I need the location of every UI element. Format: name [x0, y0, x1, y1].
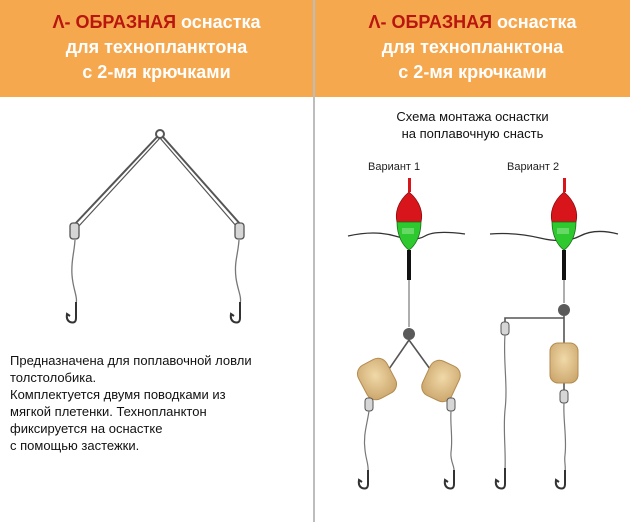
scheme-title-line: на поплавочную снасть	[401, 126, 544, 141]
cork-bait-right	[421, 359, 461, 403]
right-header-line-2: для технопланктона	[381, 37, 564, 57]
right-swivel-icon	[234, 222, 245, 240]
left-header-line-1-rest: оснастка	[176, 12, 261, 32]
variant-1-label: Вариант 1	[368, 161, 421, 173]
left-panel: Λ- ОБРАЗНАЯ оснастка для технопланктона …	[0, 0, 315, 522]
description-line: мягкой плетенки. Технопланктон	[10, 404, 207, 419]
scheme-title-line: Схема монтажа оснастки	[396, 109, 549, 124]
hook-icon	[443, 470, 455, 490]
float-icon	[395, 191, 423, 223]
left-header-line-3: с 2-мя крючками	[82, 62, 231, 82]
left-header-accent: Λ- ОБРАЗНАЯ	[52, 12, 177, 32]
hook-icon	[554, 470, 566, 490]
variant-2-label: Вариант 2	[507, 161, 560, 173]
left-header-line-1: Λ- ОБРАЗНАЯ оснастка	[0, 10, 313, 35]
right-header-accent: Λ- ОБРАЗНАЯ	[368, 12, 493, 32]
cork-bait	[549, 342, 579, 384]
sinker-icon	[558, 304, 570, 316]
description-line: толстолобика.	[10, 370, 97, 385]
variant-1-rig	[347, 178, 466, 490]
left-header-line-2: для технопланктона	[65, 37, 248, 57]
right-header-line-1: Λ- ОБРАЗНАЯ оснастка	[315, 10, 630, 35]
right-panel: Λ- ОБРАЗНАЯ оснастка для технопланктона …	[315, 0, 630, 522]
variant-2-rig	[489, 178, 619, 490]
hook-icon	[494, 468, 506, 490]
right-header-line-1-rest: оснастка	[492, 12, 577, 32]
description: Предназначена для поплавочной ловли толс…	[10, 352, 310, 454]
right-header: Λ- ОБРАЗНАЯ оснастка для технопланктона …	[315, 0, 630, 97]
description-line: с помощью застежки.	[10, 438, 140, 453]
left-swivel-icon	[69, 222, 80, 240]
description-line: фиксируется на оснастке	[10, 421, 163, 436]
description-line: Комплектуется двумя поводками из	[10, 387, 226, 402]
cork-bait-left	[356, 357, 398, 401]
right-header-line-3: с 2-мя крючками	[398, 62, 547, 82]
left-hook-icon	[65, 302, 77, 324]
hook-icon	[357, 470, 369, 490]
description-line: Предназначена для поплавочной ловли	[10, 353, 252, 368]
float-icon	[550, 191, 578, 223]
right-hook-icon	[229, 302, 241, 324]
scheme-title: Схема монтажа оснастки на поплавочную сн…	[315, 108, 630, 142]
left-header: Λ- ОБРАЗНАЯ оснастка для технопланктона …	[0, 0, 313, 97]
mounting-scheme-illustration	[347, 178, 619, 490]
sinker-icon	[403, 328, 415, 340]
lambda-rig-illustration	[65, 129, 245, 324]
